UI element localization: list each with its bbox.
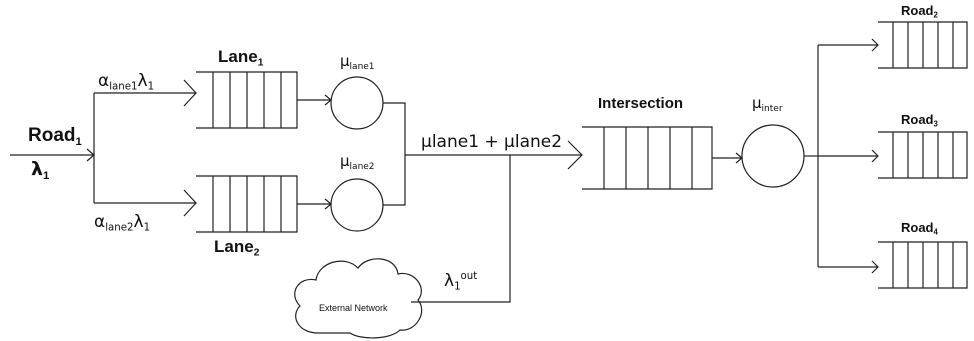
lane2-feed-arrowhead <box>183 189 197 217</box>
lane2-label: Lane2 <box>214 237 260 259</box>
lane1-merge-line <box>383 102 406 155</box>
lane1-arrival-label: αlane1λ1 <box>98 71 155 93</box>
intersection-server <box>741 124 805 188</box>
lane1-queue <box>196 71 298 129</box>
road1-rate-label: λ1 <box>31 158 50 182</box>
lane1-label: Lane1 <box>218 47 264 69</box>
lane1-feed-arrowhead <box>183 79 197 107</box>
road3-queue <box>878 131 968 179</box>
lane1-server <box>330 76 384 130</box>
intersection-queue <box>582 126 713 190</box>
external-network-label: External Network <box>319 303 388 313</box>
external-network-link <box>411 155 511 303</box>
intersection-service-label: μinter <box>752 94 783 115</box>
road3-feed-arrowhead <box>871 149 879 163</box>
road2-label: Road2 <box>901 3 938 20</box>
merge-arrowhead <box>567 140 583 170</box>
lane2-merge-line <box>383 155 406 206</box>
lane2-service-label: μlane2 <box>340 152 375 173</box>
external-network-cloud <box>294 258 423 339</box>
road3-label: Road3 <box>901 112 938 129</box>
road2-queue <box>878 21 968 69</box>
road4-label: Road4 <box>901 220 938 237</box>
road1-label: Road1 <box>28 125 82 148</box>
road4-queue <box>878 241 968 289</box>
intersection-label: Intersection <box>598 95 684 112</box>
road4-feed-arrowhead <box>871 260 879 274</box>
external-rate-label: λ1out <box>444 271 478 293</box>
lane2-queue <box>196 175 298 233</box>
lane1-service-label: μlane1 <box>340 52 375 73</box>
lane2-arrival-label: αlane2λ1 <box>94 212 151 234</box>
lane2-server <box>330 178 384 232</box>
road2-feed-arrowhead <box>871 38 879 52</box>
merge-rate-label: μlane1 + μlane2 <box>421 132 563 152</box>
